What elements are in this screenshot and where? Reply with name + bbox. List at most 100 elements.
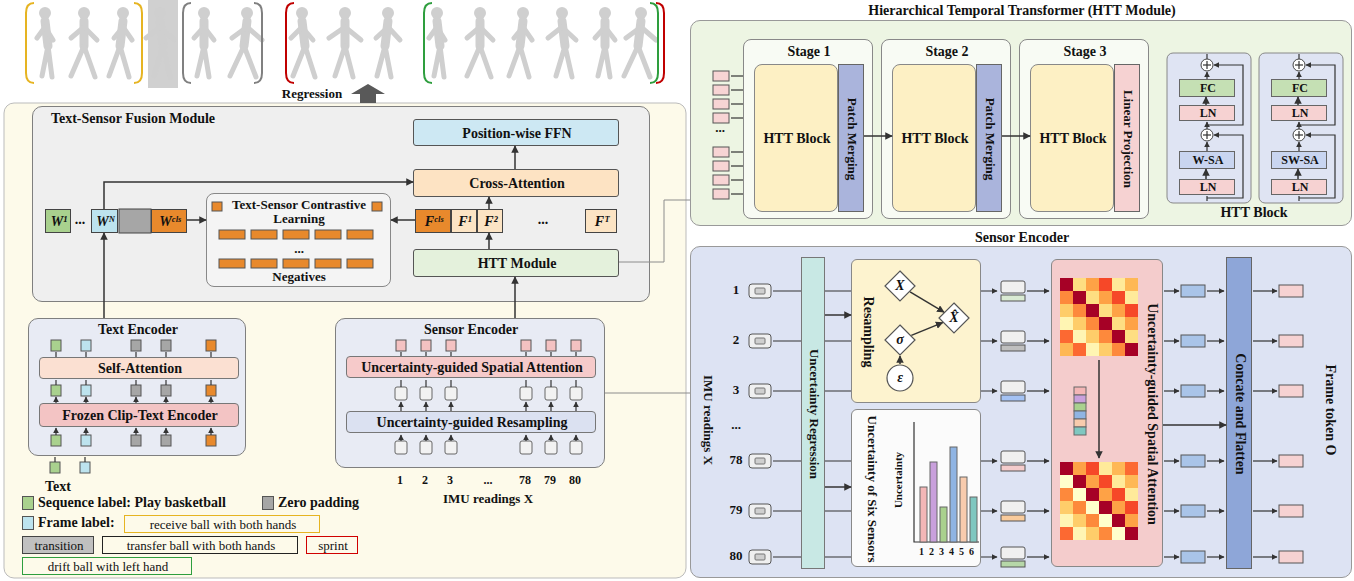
label: 78 [730, 453, 743, 467]
node-text: LN [1274, 181, 1326, 194]
flow-line [400, 380, 401, 387]
label: ... [75, 212, 86, 227]
label-holder: Regression [282, 87, 342, 101]
label: IMU readings X [443, 492, 533, 506]
flow-line [1098, 360, 1100, 458]
flow-line [135, 380, 136, 385]
label: 3 [733, 383, 740, 397]
label-holder: ... [538, 212, 549, 227]
text-holder: LN [1274, 107, 1326, 120]
text-holder: Text Encoder [38, 322, 238, 337]
layer-bar: Uncertainty Regression [801, 257, 825, 569]
feature-token [1181, 335, 1205, 347]
bracket [26, 3, 142, 83]
flow-line [1298, 61, 1299, 69]
zero-padding-token [119, 209, 151, 233]
text-holder: sprint [309, 539, 357, 553]
flow-line [165, 380, 166, 385]
node-text: HTT Module [416, 256, 618, 271]
label: 80 [569, 474, 581, 487]
human-figure [467, 7, 493, 77]
frame-token [1279, 551, 1303, 563]
heatmap-cell [1086, 501, 1099, 514]
heatmap-cell [1099, 501, 1112, 514]
label: Frame token O [1322, 365, 1337, 456]
label-holder: 2 [929, 546, 934, 557]
bar [920, 487, 927, 542]
uncertainty-bar [1001, 345, 1025, 351]
node-text: drift ball with left hand [25, 560, 191, 574]
text-holder: Text-Sensor Contrastive Learning [229, 198, 369, 227]
heatmap-cell [1073, 343, 1086, 356]
imu-icon [1001, 331, 1025, 343]
label: 1 [397, 474, 403, 487]
heatmap-cell [1125, 501, 1138, 514]
layer-box: LN [1179, 105, 1235, 121]
flow-line [450, 435, 451, 441]
bracket [183, 3, 262, 83]
node-text: Linear Projection [1121, 67, 1135, 211]
node-text: transfer ball with both hands [105, 539, 297, 553]
heatmap-cell [1086, 488, 1099, 501]
heatmap-cell [1112, 317, 1125, 330]
node-text: Self-Attention [42, 361, 238, 376]
heatmap-cell [1112, 462, 1125, 475]
label: 6 [969, 546, 974, 557]
zoom-panel: Hierarchical Temporal Transformer (HTT M… [690, 20, 1352, 226]
label-holder: 3 [939, 546, 944, 557]
heatmap-cell [1125, 527, 1138, 540]
bar [930, 462, 937, 542]
node-text: Resampling [860, 264, 875, 400]
feature-token [1181, 551, 1205, 563]
label-holder: ... [731, 418, 741, 432]
label: 1 [733, 283, 740, 297]
uncertainty-stack [1074, 427, 1086, 435]
heatmap-cell [1099, 488, 1112, 501]
box-art [691, 247, 1353, 579]
heatmap-cell [1086, 527, 1099, 540]
text-holder: Stage 1 [749, 44, 869, 59]
connector [1002, 135, 1030, 137]
heatmap-cell [1112, 343, 1125, 356]
flow-line [575, 380, 576, 387]
token: Wᶜˡˢ [151, 209, 187, 233]
connector [1297, 169, 1299, 179]
heatmap-cell [1086, 278, 1099, 291]
label: 3 [939, 546, 944, 557]
node-text: LN [1182, 181, 1234, 194]
node-text: Position-wise FFN [416, 126, 618, 141]
human-figure [595, 7, 615, 77]
heatmap-cell [1060, 501, 1073, 514]
label: Uncertainty [892, 452, 904, 508]
token-square [396, 340, 406, 351]
token-square [283, 259, 309, 268]
imu-icon [755, 508, 765, 514]
layer-box: LN [1179, 179, 1235, 195]
human-figure [291, 7, 315, 77]
heatmap-cell [1060, 475, 1073, 488]
token-square [283, 230, 309, 239]
text-holder: Cross-Attention [416, 176, 618, 191]
node-text: Patch Merging [983, 67, 997, 211]
text-holder: transition [25, 539, 93, 553]
uncertainty-bar [1001, 295, 1025, 301]
imu-icon [755, 288, 765, 294]
flow-line [525, 435, 526, 441]
text-holder: W-SA [1182, 154, 1234, 167]
token-square [347, 259, 373, 268]
flow-line [1253, 390, 1277, 391]
frame-label-box: receive ball with both hands [124, 515, 320, 533]
heatmap-cell [1073, 527, 1086, 540]
heatmap-cell [1073, 462, 1086, 475]
flow-line [85, 380, 86, 385]
feature-token [1181, 285, 1205, 297]
imu-icon [1001, 451, 1025, 463]
label-holder: 3 [447, 474, 453, 487]
token-square [571, 340, 581, 351]
label: 78 [519, 474, 531, 487]
connector [825, 314, 851, 316]
imu-icon [1001, 381, 1025, 393]
heatmap-cell [1099, 462, 1112, 475]
layer-bar: Uncertainty-guided Spatial Attention [346, 356, 596, 378]
text-holder: Concate and Flatten [1232, 260, 1247, 568]
